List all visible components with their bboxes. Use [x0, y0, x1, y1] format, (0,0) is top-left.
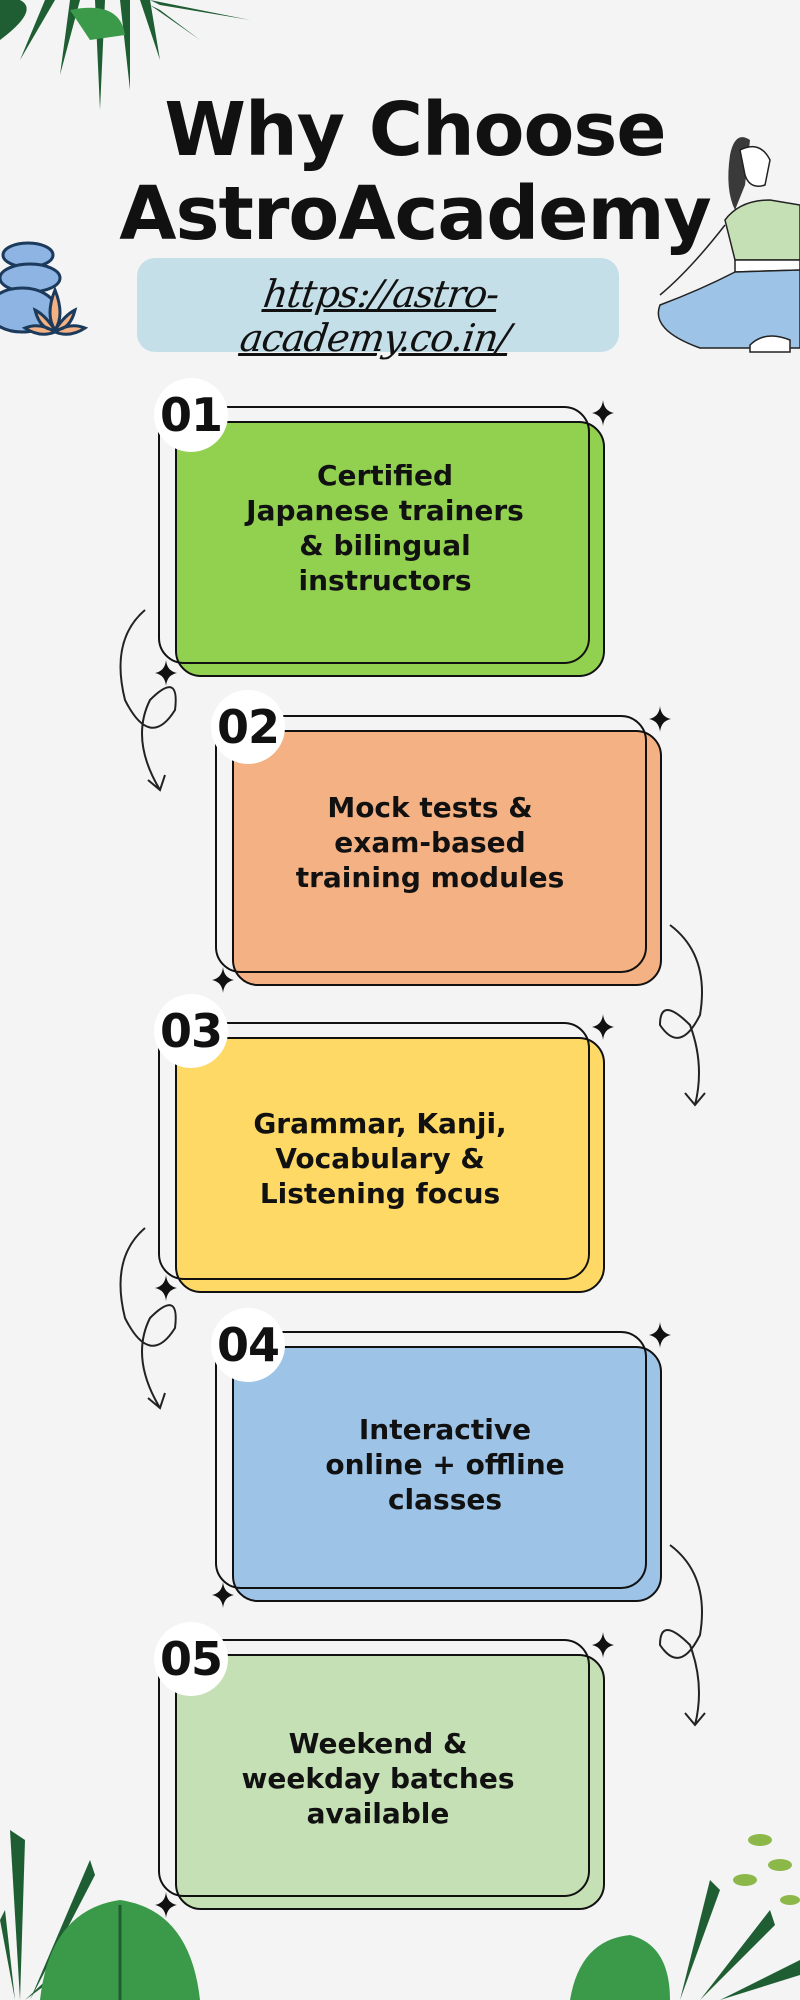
card-3-number: 03 — [154, 994, 228, 1068]
card-2-text: Mock tests & exam-based training modules — [225, 790, 635, 895]
card-text-line: Listening focus — [259, 1177, 501, 1210]
sparkle-icon — [155, 660, 177, 686]
card-text-line: & bilingual — [299, 529, 471, 562]
card-5-number: 05 — [154, 1622, 228, 1696]
swirl-arrow-icon — [658, 1544, 706, 1727]
card-text-line: instructors — [298, 564, 472, 597]
page-title: Why Choose AstroAcademy — [0, 88, 800, 256]
card-1-outline — [158, 406, 590, 664]
card-4-outline — [215, 1331, 647, 1589]
title-line-2: AstroAcademy — [119, 171, 712, 257]
sparkle-icon — [592, 1014, 614, 1040]
card-text-line: available — [306, 1797, 450, 1830]
card-4-background — [232, 1346, 662, 1602]
sparkle-icon — [649, 1322, 671, 1348]
sparkle-icon — [212, 967, 234, 993]
card-4-number: 04 — [211, 1308, 285, 1382]
card-5-text: Weekend & weekday batches available — [173, 1726, 583, 1831]
card-2-number: 02 — [211, 690, 285, 764]
card-text-line: Mock tests & — [327, 791, 533, 824]
card-text-line: Grammar, Kanji, — [253, 1107, 507, 1140]
card-3-background — [175, 1037, 605, 1293]
card-1-text: Certified Japanese trainers & bilingual … — [175, 458, 595, 598]
sparkle-icon — [649, 706, 671, 732]
card-text-line: Vocabulary & — [275, 1142, 485, 1175]
card-text-line: training modules — [295, 861, 565, 894]
card-5-outline — [158, 1639, 590, 1897]
card-text-line: Certified — [316, 459, 454, 492]
sparkle-icon — [592, 400, 614, 426]
swirl-arrow-icon — [119, 609, 177, 792]
card-text-line: exam-based — [334, 826, 526, 859]
card-text-line: Japanese trainers — [246, 494, 524, 527]
card-text-line: Interactive — [358, 1413, 532, 1446]
card-3-outline — [158, 1022, 590, 1280]
plant-leaves-illustration — [0, 1830, 200, 2000]
card-text-line: Weekend & — [288, 1727, 468, 1760]
card-2-background — [232, 730, 662, 986]
sparkle-icon — [212, 1582, 234, 1608]
plant-leaves-illustration — [570, 1834, 800, 2000]
card-1-number: 01 — [154, 378, 228, 452]
swirl-arrow-icon — [658, 924, 706, 1107]
title-line-1: Why Choose — [164, 87, 666, 173]
card-5-background — [175, 1654, 605, 1910]
swirl-arrow-icon — [119, 1227, 177, 1410]
sparkle-icon — [155, 1275, 177, 1301]
card-text-line: weekday batches — [241, 1762, 515, 1795]
card-4-text: Interactive online + offline classes — [240, 1412, 650, 1517]
sparkle-icon — [592, 1632, 614, 1658]
sparkle-icon — [155, 1892, 177, 1918]
card-text-line: classes — [387, 1483, 503, 1516]
card-3-text: Grammar, Kanji, Vocabulary & Listening f… — [175, 1106, 585, 1211]
url-banner — [137, 258, 619, 352]
card-text-line: online + offline — [325, 1448, 565, 1481]
card-2-outline — [215, 715, 647, 973]
card-1-background — [175, 421, 605, 677]
yoga-woman-illustration — [657, 137, 800, 353]
stones-lotus-illustration — [0, 241, 89, 336]
website-link[interactable]: https://astro-academy.co.in/ — [237, 272, 513, 360]
palm-leaves-illustration — [0, 0, 250, 110]
